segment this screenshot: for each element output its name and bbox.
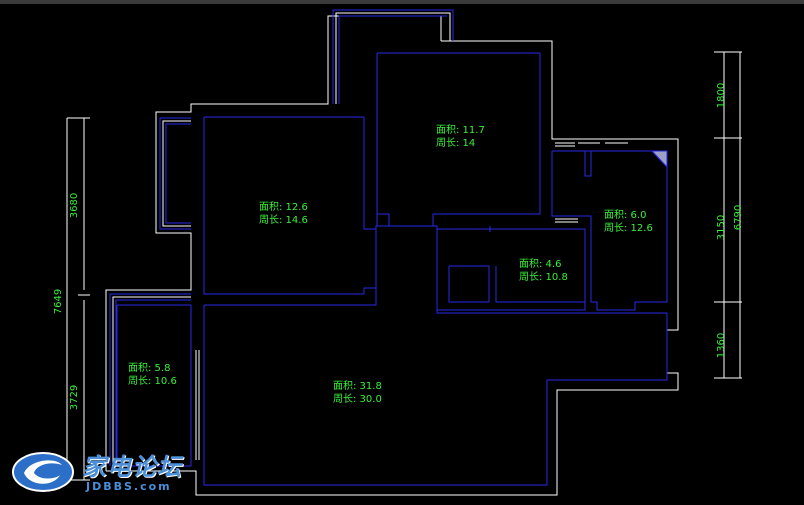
room-r1-perimeter: 周长: 14.6 [259, 215, 308, 226]
room-r1-label: 面积: 12.6 周长: 14.6 [259, 201, 308, 227]
dim-left-3680: 3680 [69, 192, 81, 219]
forum-logo: 家电论坛 JDBBS.com [10, 447, 210, 499]
dim-right-1360: 1360 [716, 332, 728, 359]
dim-right-3150: 3150 [716, 214, 728, 241]
logo-subtext: JDBBS.com [86, 480, 172, 493]
logo-swirl-icon [12, 452, 74, 492]
outer-wall [105, 15, 679, 496]
room-r3-perimeter: 周长: 12.6 [604, 223, 653, 234]
room-r4-label: 面积: 4.6 周长: 10.8 [519, 258, 568, 284]
dim-right-6790: 6790 [733, 204, 745, 231]
room-r4-perimeter: 周长: 10.8 [519, 272, 568, 283]
room-r5-perimeter: 周长: 10.6 [128, 376, 177, 387]
balcony-left-bottom [109, 293, 191, 466]
balcony-top [332, 9, 454, 104]
room-r2-perimeter: 周长: 14 [436, 138, 476, 149]
room-r6-area: 面积: 31.8 [333, 381, 382, 392]
room-r1-area: 面积: 12.6 [259, 202, 308, 213]
dim-left-3729: 3729 [69, 384, 81, 411]
room-r3-area: 面积: 6.0 [604, 210, 647, 221]
dimension-lines-right [714, 51, 742, 379]
room-r5-area: 面积: 5.8 [128, 363, 171, 374]
wall-details [195, 142, 668, 460]
room-r6-label: 面积: 31.8 周长: 30.0 [333, 380, 382, 406]
room-r4-area: 面积: 4.6 [519, 259, 562, 270]
room-r2-area: 面积: 11.7 [436, 125, 485, 136]
dim-right-1800: 1800 [716, 82, 728, 109]
room-r6-outline [203, 225, 668, 486]
dim-left-7649: 7649 [53, 288, 65, 315]
room-r4-inner2 [495, 266, 585, 303]
room-r5-label: 面积: 5.8 周长: 10.6 [128, 362, 177, 388]
logo-text: 家电论坛 [82, 453, 182, 481]
window-top-bar [0, 0, 804, 4]
dimension-lines-left [66, 117, 90, 481]
room-r2-label: 面积: 11.7 周长: 14 [436, 124, 485, 150]
room-r5-outline [116, 304, 192, 467]
room-r4-inner [448, 265, 490, 303]
balcony-left-top [159, 117, 191, 230]
room-r3-label: 面积: 6.0 周长: 12.6 [604, 209, 653, 235]
room-r6-perimeter: 周长: 30.0 [333, 394, 382, 405]
